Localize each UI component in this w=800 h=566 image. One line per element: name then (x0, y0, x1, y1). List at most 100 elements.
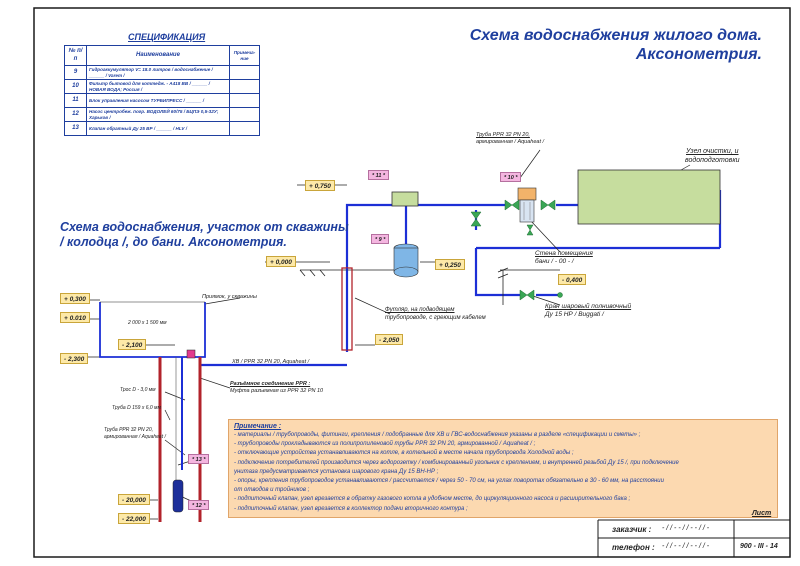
notes-line: - отключающие устройства устанавливаются… (234, 450, 574, 457)
label-ball-valve-2: Ду 15 НР / Buggati / (545, 311, 604, 318)
position-tag: * 9 * (371, 234, 390, 244)
sleeve (341, 267, 353, 351)
customer-value: - / / - - / / - - / / - (662, 525, 710, 532)
level-mark: + 0,750 (305, 180, 335, 191)
label-pipe-well-2: армированная / Aquaheat / (104, 433, 166, 440)
well-casing (158, 349, 202, 522)
label-ball-valve-1: Кран шаровый полнивочный (545, 303, 632, 310)
label-pipe-top-1: Труба PPR 32 PN 20, (476, 132, 530, 138)
notes-line: - опоры, крепления трубопроводов устанав… (234, 478, 664, 485)
spec-row-note (229, 121, 260, 136)
pressure-tank-9 (393, 243, 419, 278)
label-pipe-well: Труба PPR 32 PN 20, армированная / Aquah… (104, 427, 166, 440)
position-tag: * 10 * (500, 172, 522, 182)
spec-row: 12 Насос центробеж. погр. ВОДОЛЕЙ 60/75 … (64, 107, 260, 122)
label-unit: Узел очистки, и водоподготовки (685, 147, 740, 165)
control-block-11 (391, 191, 419, 207)
label-cable: Трос D - 3,0 мм (120, 387, 156, 393)
notes-line: унитаза предусматривается установка шаро… (234, 468, 439, 475)
spec-row-note (229, 107, 260, 122)
spec-header-note: Примеча-ние (229, 45, 260, 66)
label-pit-size: 2 000 х 1 500 мм (128, 320, 167, 326)
notes-box: Примечание : - материалы / трубопроводы,… (228, 419, 778, 518)
level-mark: - 20,000 (118, 494, 150, 505)
label-casing: Труба D 159 х 6,0 мм (112, 405, 161, 411)
spec-title: СПЕЦИФИКАЦИЯ (128, 32, 206, 42)
customer-label: заказчик : (612, 525, 652, 534)
label-ball-valve: Кран шаровый полнивочный Ду 15 НР / Bugg… (545, 303, 631, 319)
label-wall: Стена помещения бани / - 00 - / (535, 250, 593, 266)
notes-line: - материалы / трубопроводы, фитинги, кре… (234, 432, 641, 438)
spec-row-num: 12 (64, 107, 87, 122)
level-mark: - 2,100 (118, 339, 147, 350)
main-title-line2: Аксонометрия. (635, 46, 762, 63)
spec-row: 10 Фильтр бытовой для коттедж. - А418 ВВ… (64, 79, 260, 94)
spec-row-num: 11 (64, 93, 87, 108)
spec-row-num: 9 (64, 65, 87, 80)
sub-title-line1: Схема водоснабжения, участок от скважины (60, 220, 349, 234)
sub-title: Схема водоснабжения, участок от скважины… (60, 220, 349, 250)
spec-header-row: № п/п Наименование Примеча-ние (64, 45, 260, 66)
position-tag: * 13 * (188, 454, 210, 464)
notes-line: - трубопроводы прокладываются из полипро… (234, 441, 536, 448)
spec-row-name: Насос центробеж. погр. ВОДОЛЕЙ 60/75 / Б… (86, 107, 230, 122)
level-mark: + 0,300 (60, 293, 90, 304)
spec-header-name: Наименование (86, 45, 230, 66)
spec-row: 11 Блок управления насосом ТУРБИПРЕСС / … (64, 93, 260, 108)
label-sleeve: Футляр, на подводящем трубопроводе, с гр… (385, 306, 486, 322)
label-hv-line: ХВ / PPR 32 PN 20, Aquaheat / (232, 359, 310, 365)
spec-table: № п/п Наименование Примеча-ние 9 Гидроак… (64, 45, 260, 136)
sub-title-line2: / колодца /, до бани. Аксонометрия. (60, 235, 287, 249)
spec-row-name: Клапан обратный Ду 25 ВР / ______ / HLV … (86, 121, 230, 136)
notes-line: - подпиточный клапан, узел врезается в к… (234, 505, 468, 512)
label-unit-1: Узел очистки, и (686, 148, 739, 155)
spec-row-note (229, 93, 260, 108)
filter-10 (517, 187, 537, 223)
spec-row-name: Фильтр бытовой для коттедж. - А418 ВВ / … (86, 79, 230, 94)
valves (470, 199, 563, 301)
level-mark: + 0,250 (435, 259, 465, 270)
spec-row-num: 10 (64, 79, 87, 94)
notes-line: - подпиточный клапан, узел врезается в о… (234, 496, 631, 503)
spec-row-note (229, 65, 260, 80)
notes-line: - подключение потребителей производится … (234, 459, 679, 466)
position-tag: * 11 * (368, 170, 390, 180)
main-title-line1: Схема водоснабжения жилого дома. (469, 27, 762, 44)
label-pipe-top: Труба PPR 32 PN 20, армированная / Aquah… (476, 132, 544, 146)
position-tag: * 12 * (188, 500, 210, 510)
label-joint-2: Муфта разъемная из PPR 32 PN 10 (230, 388, 324, 394)
drawing-code: 900 - III - 14 (740, 543, 778, 550)
phone-value: - / / - - / / - - / / - (662, 543, 710, 550)
label-wall-2: бани / - 00 - / (535, 258, 574, 265)
label-pipe-top-2: армированная / Aquaheat / (476, 139, 545, 145)
main-title: Схема водоснабжения жилого дома. Аксоном… (470, 26, 762, 64)
label-joint-1: Разъёмное соединение PPR : (230, 381, 311, 387)
label-pipe-well-1: Труба PPR 32 PN 20, (104, 427, 154, 433)
notes-line: от отводов и тройников ; (234, 487, 310, 494)
label-wall-1: Стена помещения (535, 250, 593, 257)
label-sleeve-2: трубопроводе, с греющим кабелем (385, 315, 486, 321)
level-mark: + 0,000 (266, 256, 296, 267)
label-pit: Приямок, у скважины (202, 294, 257, 300)
spec-row-num: 13 (64, 121, 87, 136)
spec-row-name: Гидроаккумулятор V= 18.0 литров / водосн… (86, 65, 230, 80)
level-mark: - 2,300 (60, 353, 89, 364)
spec-row-name: Блок управления насосом ТУРБИПРЕСС / ___… (86, 93, 230, 108)
spec-header-num: № п/п (64, 45, 87, 66)
label-unit-2: водоподготовки (685, 157, 740, 164)
label-sleeve-1: Футляр, на подводящем (385, 307, 455, 313)
label-joint: Разъёмное соединение PPR : Муфта разъемн… (230, 381, 323, 395)
treatment-unit (577, 169, 721, 225)
spec-row-note (229, 79, 260, 94)
spec-row: 9 Гидроаккумулятор V= 18.0 литров / водо… (64, 65, 260, 80)
notes-title: Примечание : (234, 423, 282, 430)
level-mark: - 22,000 (118, 513, 150, 524)
spec-row: 13 Клапан обратный Ду 25 ВР / ______ / H… (64, 121, 260, 136)
level-mark: + 0.010 (60, 312, 90, 323)
sheet-frame (33, 7, 791, 558)
title-block (597, 519, 790, 557)
phone-label: телефон : (612, 543, 655, 552)
level-mark: - 2,050 (375, 334, 404, 345)
well-pit (99, 301, 206, 358)
